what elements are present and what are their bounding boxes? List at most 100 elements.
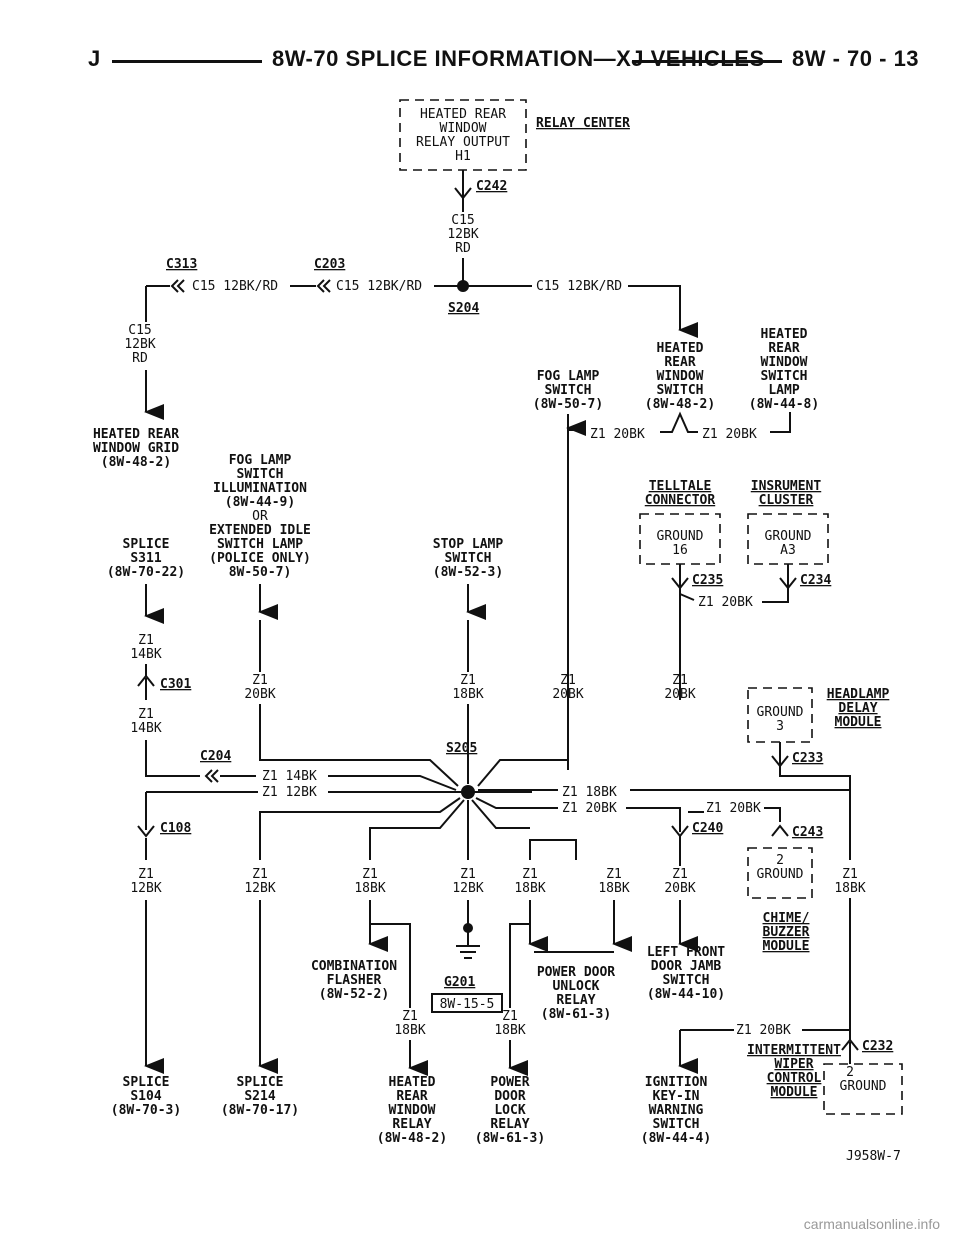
wire-label: 18BK [834,881,865,896]
svg-text:FOG LAMP: FOG LAMP [229,453,292,468]
box-label: WINDOW [440,121,487,136]
svg-text:DOOR JAMB: DOOR JAMB [651,959,722,974]
wire-label: Z1 20BK [736,1023,791,1038]
splice-s311: SPLICE S311 (8W-70-22) [107,537,185,580]
svg-text:BUZZER: BUZZER [763,925,810,940]
svg-text:S214: S214 [244,1089,275,1104]
wire-label: Z1 [138,633,154,648]
wire-label: Z1 20BK [590,427,645,442]
svg-text:A3: A3 [780,543,796,558]
wire-label: 12BK [244,881,275,896]
wire [660,411,698,433]
svg-text:CLUSTER: CLUSTER [759,493,814,508]
svg-text:2: 2 [846,1065,854,1080]
svg-text:(8W-44-10): (8W-44-10) [647,987,725,1002]
svg-text:HEATED: HEATED [657,341,704,356]
connector-c313: C313 [166,257,197,272]
wire-label: 18BK [514,881,545,896]
wire-label: Z1 [842,867,858,882]
svg-text:SWITCH: SWITCH [545,383,592,398]
connector-c108-symbol [137,825,155,838]
svg-text:MODULE: MODULE [771,1085,818,1100]
ground-g201-symbol [456,930,480,959]
wire-label: 14BK [130,647,161,662]
svg-text:3: 3 [776,719,784,734]
svg-text:CHIME/: CHIME/ [763,911,810,926]
svg-text:WINDOW GRID: WINDOW GRID [93,441,179,456]
svg-text:WINDOW: WINDOW [761,355,808,370]
connector-c108: C108 [160,821,191,836]
svg-text:GROUND: GROUND [657,529,704,544]
wire [762,588,789,603]
wire [509,900,531,1008]
instrument-cluster: INSRUMENT CLUSTER [751,479,822,508]
svg-text:(8W-70-22): (8W-70-22) [107,565,185,580]
wire [679,593,695,601]
svg-text:POWER: POWER [490,1075,529,1090]
wire [567,414,585,431]
wire-label: Z1 [606,867,622,882]
svg-text:RELAY: RELAY [490,1117,529,1132]
svg-text:(8W-44-4): (8W-44-4) [641,1131,711,1146]
svg-text:RELAY: RELAY [392,1117,431,1132]
svg-text:INTERMITTENT: INTERMITTENT [747,1043,841,1058]
wire-label: Z1 14BK [262,769,317,784]
svg-text:(8W-52-3): (8W-52-3) [433,565,503,580]
splice-s104: SPLICE S104 (8W-70-3) [111,1075,181,1118]
svg-text:HEATED: HEATED [389,1075,436,1090]
connector-c243: C243 [792,825,823,840]
svg-text:FLASHER: FLASHER [327,973,382,988]
wire-label: C15 12BK/RD [336,279,422,294]
fog-lamp-switch: FOG LAMP SWITCH (8W-50-7) [533,369,603,412]
wire [475,797,558,809]
heated-rear-window-relay: HEATED REAR WINDOW RELAY (8W-48-2) [377,1075,447,1146]
wire-label: Z1 12BK [262,785,317,800]
connector-c233: C233 [792,751,823,766]
svg-text:(POLICE ONLY): (POLICE ONLY) [209,551,311,566]
ref-8w-15-5: 8W-15-5 [440,997,495,1012]
wire-label: Z1 [252,867,268,882]
svg-text:DOOR: DOOR [494,1089,525,1104]
headlamp-delay-module: HEADLAMP DELAY MODULE [827,687,890,730]
svg-text:OR: OR [252,509,268,524]
svg-text:S104: S104 [130,1089,161,1104]
svg-text:KEY-IN: KEY-IN [653,1089,700,1104]
wire [779,766,851,790]
wire-label: Z1 [502,1009,518,1024]
heated-rear-window-switch: HEATED REAR WINDOW SWITCH (8W-48-2) [645,341,715,412]
connector-c235: C235 [692,573,723,588]
svg-text:(8W-44-9): (8W-44-9) [225,495,295,510]
svg-text:(8W-70-17): (8W-70-17) [221,1103,299,1118]
svg-text:RELAY: RELAY [556,993,595,1008]
stop-lamp-switch: STOP LAMP SWITCH (8W-52-3) [433,537,504,580]
svg-text:S311: S311 [130,551,161,566]
svg-text:MODULE: MODULE [763,939,810,954]
wire-label: C15 [128,323,151,338]
connector-c301-symbol [137,674,155,687]
wire-label: Z1 [402,1009,418,1024]
svg-text:GROUND: GROUND [765,529,812,544]
wire [145,740,200,777]
wire-label: Z1 [460,673,476,688]
svg-text:SWITCH: SWITCH [761,369,808,384]
figure-id: J958W-7 [846,1149,901,1164]
header-left: J [88,46,101,71]
power-door-unlock-relay: POWER DOOR UNLOCK RELAY (8W-61-3) [537,965,615,1022]
svg-text:LOCK: LOCK [494,1103,525,1118]
svg-text:WINDOW: WINDOW [657,369,704,384]
wiper-ground-box: 2 GROUND [823,1063,903,1115]
wire [764,807,781,822]
wire-label: Z1 20BK [706,801,761,816]
telltale-connector: TELLTALE CONNECTOR [645,479,716,508]
svg-text:HEATED: HEATED [761,327,808,342]
combination-flasher: COMBINATION FLASHER (8W-52-2) [311,959,397,1002]
connector-c242-symbol [454,187,472,200]
svg-text:8W-50-7): 8W-50-7) [229,565,292,580]
connector-c242: C242 [476,179,507,194]
svg-text:(8W-52-2): (8W-52-2) [319,987,389,1002]
wire [471,799,530,829]
connector-c203: C203 [314,257,345,272]
wire-label: Z1 [672,673,688,688]
wire-label: 12BK [124,337,155,352]
header-rule-right [632,60,782,63]
